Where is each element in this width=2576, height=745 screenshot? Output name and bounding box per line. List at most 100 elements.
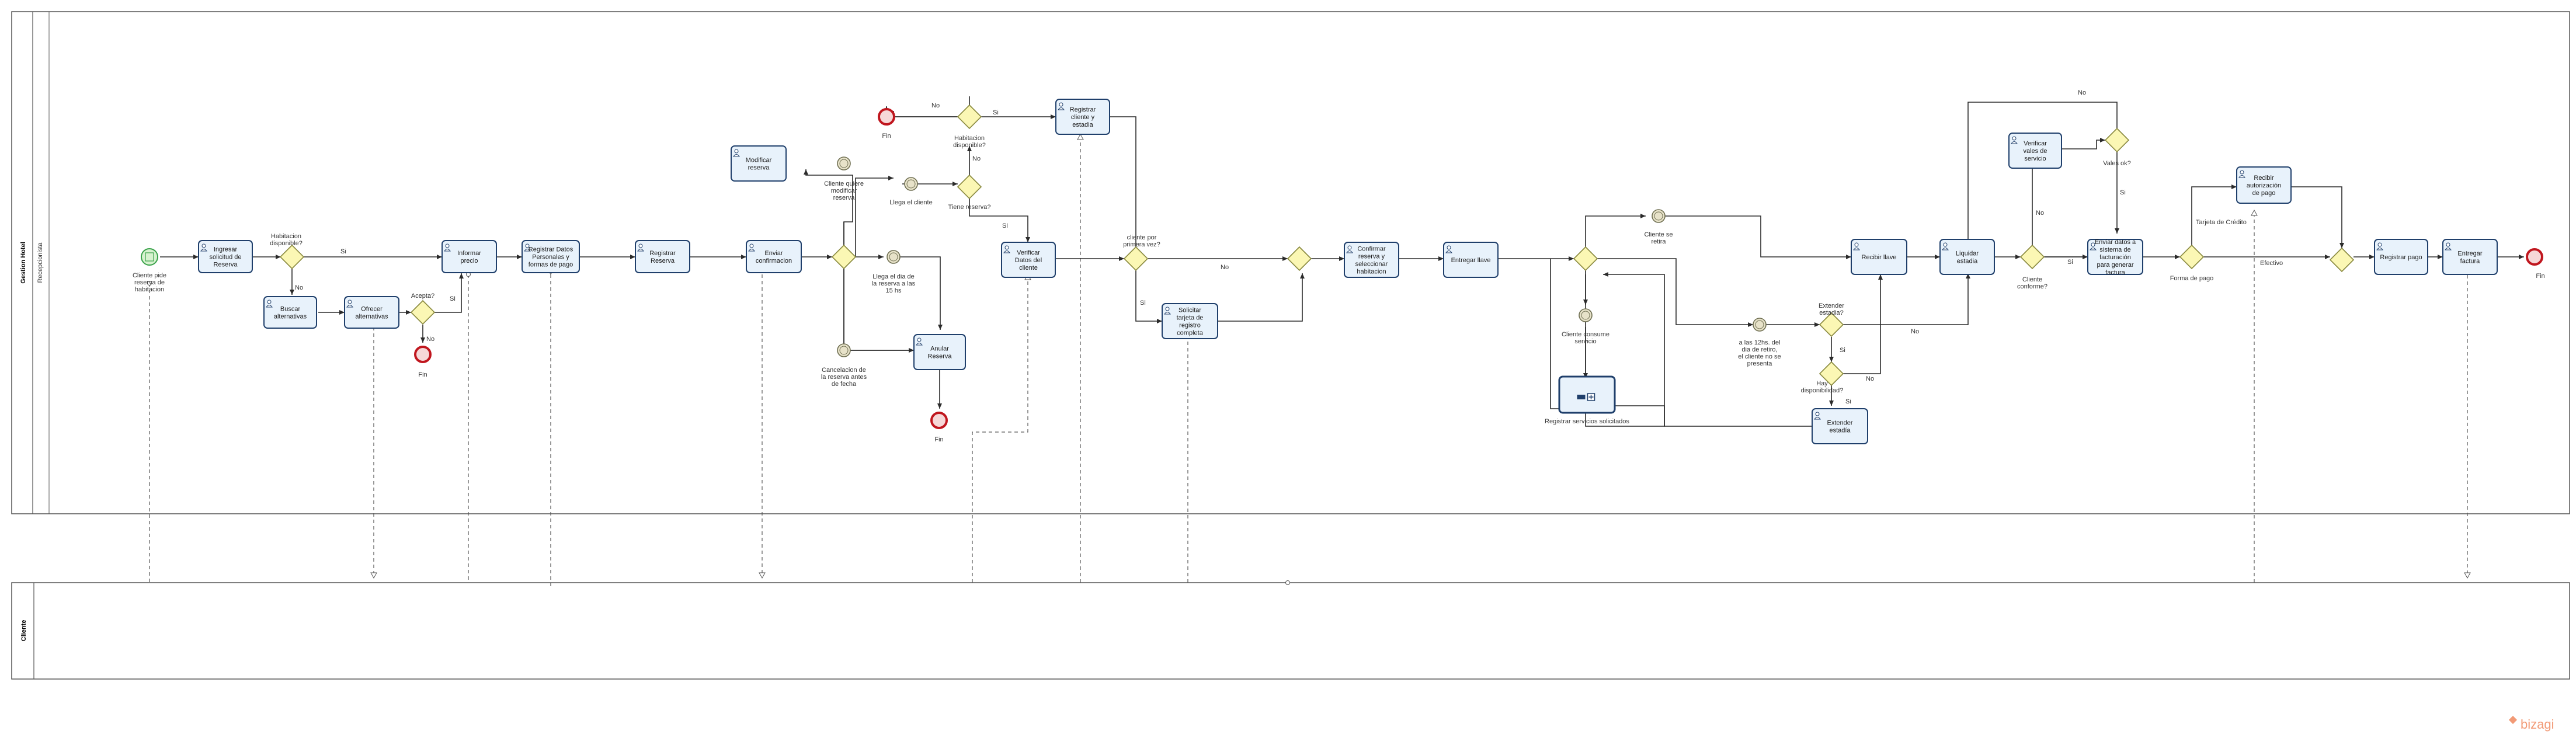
- svg-text:Tarjeta de Crédito: Tarjeta de Crédito: [2196, 219, 2247, 226]
- user-task-icon: [1058, 102, 1065, 110]
- user-task-icon: [1445, 245, 1452, 253]
- user-task-icon: [2445, 242, 2452, 250]
- svg-text:Fin: Fin: [2536, 273, 2544, 280]
- gateway-hasres[interactable]: Tiene reserva?: [948, 174, 991, 211]
- end-event-2[interactable]: Fin: [930, 412, 948, 443]
- svg-text:No: No: [2036, 210, 2044, 217]
- user-task-icon: [444, 243, 451, 252]
- user-task-icon: [346, 300, 353, 308]
- event-arrive[interactable]: Llega el cliente: [889, 177, 933, 206]
- svg-text:Si: Si: [2120, 189, 2126, 196]
- gateway-pay[interactable]: Forma de pago: [2170, 244, 2214, 282]
- end-event-3[interactable]: Fin: [878, 108, 895, 140]
- svg-text:No: No: [2078, 89, 2086, 96]
- gateway-accept[interactable]: Acepta?: [410, 293, 436, 325]
- end-event-1[interactable]: Fin: [414, 346, 432, 378]
- svg-text:Fin: Fin: [934, 436, 943, 443]
- task-t16[interactable]: Recibir llave: [1851, 239, 1907, 275]
- task-t21[interactable]: Registrar pago: [2374, 239, 2428, 275]
- svg-text:No: No: [1866, 375, 1874, 382]
- gateway-merge-3[interactable]: [2329, 247, 2355, 273]
- svg-text:Si: Si: [450, 295, 456, 302]
- subprocess-t15[interactable]: Registrar servicios solicitados: [1545, 375, 1629, 425]
- gateway-merge-1[interactable]: [1287, 246, 1312, 271]
- task-t14[interactable]: Entregar llave: [1443, 242, 1499, 278]
- svg-text:Fin: Fin: [882, 133, 891, 140]
- svg-text:Si: Si: [340, 248, 346, 255]
- svg-text:No: No: [972, 155, 981, 162]
- user-task-icon: [2011, 136, 2018, 144]
- svg-text:No: No: [931, 102, 940, 109]
- svg-text:Si: Si: [1840, 347, 1845, 354]
- svg-text:Tiene reserva?: Tiene reserva?: [948, 204, 991, 211]
- user-task-icon: [524, 243, 531, 252]
- svg-text:Fin: Fin: [418, 371, 427, 378]
- user-task-icon: [916, 337, 923, 346]
- user-task-icon: [1814, 412, 1821, 420]
- message-flows: [147, 133, 2471, 587]
- user-task-icon: [1942, 242, 1949, 250]
- bizagi-logo: bizagi: [2508, 715, 2554, 732]
- gateway-valeok[interactable]: Vales ok?: [2103, 127, 2131, 167]
- user-task-icon: [637, 243, 644, 252]
- end-event-4[interactable]: Fin: [2526, 248, 2545, 280]
- task-label: Registrar pago: [2380, 254, 2422, 261]
- gateway-merge-2[interactable]: [1573, 246, 1598, 271]
- gateway-cancel-split[interactable]: [831, 244, 857, 270]
